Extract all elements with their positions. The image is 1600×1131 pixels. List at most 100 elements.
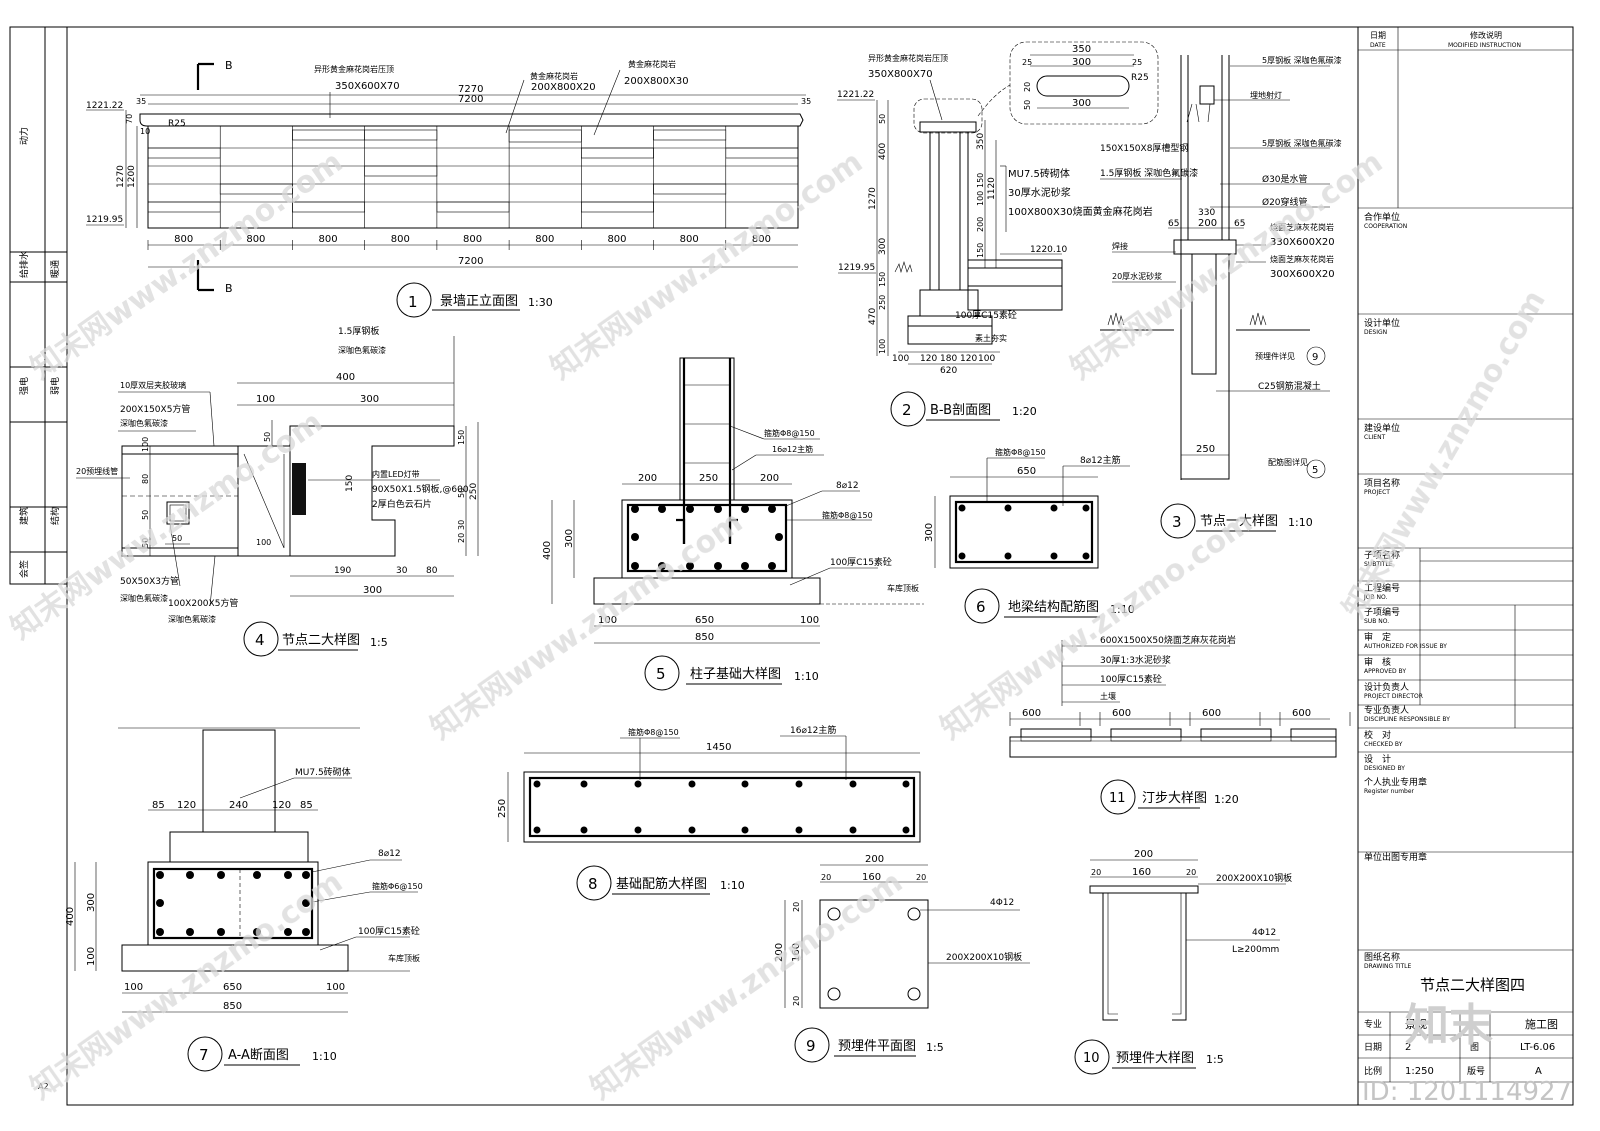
note: 埋地射灯 bbox=[1250, 90, 1282, 100]
mortar bbox=[1290, 736, 1337, 742]
view-title: 预埋件平面图 bbox=[838, 1039, 916, 1054]
view-3-label: 3 节点一大样图 1:10 bbox=[1160, 503, 1313, 539]
dim: 50 bbox=[263, 432, 272, 442]
view-scale: 1:20 bbox=[1012, 405, 1037, 418]
dim: 100 bbox=[141, 437, 150, 452]
section-mark: B bbox=[225, 59, 233, 72]
dim: 650 bbox=[695, 615, 714, 626]
view-no: 2 bbox=[902, 401, 912, 419]
ref-mark: 5 bbox=[1312, 465, 1318, 476]
dim: 20 bbox=[457, 533, 466, 543]
watermark-text: 知末网www.znzmo.com bbox=[1065, 145, 1390, 387]
dim: 1270 bbox=[868, 187, 878, 210]
tb-row: 建设单位 bbox=[1364, 422, 1400, 434]
dim: 180 bbox=[940, 354, 957, 364]
dim: 100 bbox=[892, 354, 909, 364]
granite-band bbox=[364, 165, 438, 177]
tb-row-en: SUB NO. bbox=[1364, 618, 1389, 625]
note: 4Φ12 bbox=[990, 898, 1014, 908]
rebar-dot bbox=[1004, 552, 1012, 560]
dim: 350 bbox=[976, 133, 986, 150]
tb-row: 个人执业专用章 bbox=[1364, 776, 1427, 788]
note: 1.5厚钢板 深咖色氟碳漆 bbox=[1100, 167, 1198, 179]
granite-band bbox=[147, 147, 221, 159]
rebar-dot bbox=[714, 562, 722, 570]
rebar-dot bbox=[580, 780, 588, 788]
tb-row-en: APPROVED BY bbox=[1364, 668, 1406, 675]
note: 150X150X8厚槽型钢 bbox=[1100, 142, 1188, 154]
rebar-dots bbox=[533, 780, 910, 834]
drawing-title: 节点二大样图四 bbox=[1420, 976, 1525, 994]
dim: 200 bbox=[760, 473, 779, 484]
tb-row-en: DESIGNED BY bbox=[1364, 765, 1405, 772]
dim: 100 bbox=[878, 339, 887, 354]
note: 烧面芝麻灰花岗岩 bbox=[1270, 254, 1334, 264]
rebar-dot bbox=[302, 899, 310, 907]
dim: 85 bbox=[300, 800, 313, 811]
note: L≥200mm bbox=[1232, 945, 1279, 955]
rebar-dot bbox=[631, 533, 639, 541]
view-no: 8 bbox=[588, 875, 598, 893]
dim: 600 bbox=[1112, 708, 1131, 719]
note: 内置LED灯带 bbox=[372, 469, 420, 479]
dim: 800 bbox=[752, 234, 771, 245]
note: 20厚水泥砂浆 bbox=[1112, 271, 1162, 281]
dim: 7270 bbox=[458, 84, 483, 95]
rebar-dot bbox=[902, 780, 910, 788]
dim: 70 bbox=[125, 114, 134, 124]
dim: 350 bbox=[1072, 44, 1091, 55]
rebar-dot bbox=[186, 928, 194, 936]
tb-row: 子项编号 bbox=[1364, 606, 1400, 618]
rebar-dot bbox=[156, 871, 164, 879]
note: 100X200X5方管 bbox=[168, 597, 238, 609]
tb-row-en: DISCIPLINE RESPONSIBLE BY bbox=[1364, 716, 1450, 723]
note: 箍筋Φ6@150 bbox=[372, 881, 423, 891]
note: 箍筋Φ8@150 bbox=[822, 510, 873, 520]
rebar-dot bbox=[658, 505, 666, 513]
watermark-id: ID: 1201114927 bbox=[1362, 1077, 1572, 1107]
granite-band bbox=[147, 201, 221, 213]
view-title: 柱子基础大样图 bbox=[690, 667, 781, 682]
watermark: 知末网www.znzmo.com 知末网www.znzmo.com 知末网www… bbox=[5, 145, 1553, 1107]
note: 土壤 bbox=[1100, 691, 1116, 701]
radius: R25 bbox=[1131, 73, 1149, 83]
rebar-dot bbox=[533, 780, 541, 788]
dim: 300 bbox=[924, 523, 935, 542]
note: 50X50X3方管 bbox=[120, 575, 179, 587]
note: 车库顶板 bbox=[388, 953, 420, 963]
view-7-aa-section: 85 120 240 120 85 400 300 100 100 650 10… bbox=[65, 727, 423, 1013]
rebar-dot bbox=[1082, 552, 1090, 560]
note: 深咖色氟碳漆 bbox=[120, 593, 168, 603]
dim: 1450 bbox=[706, 742, 731, 753]
dim: 400 bbox=[878, 143, 888, 160]
view-title: 地梁结构配筋图 bbox=[1008, 599, 1099, 615]
view-10-label: 10 预埋件大样图 1:5 bbox=[1074, 1039, 1224, 1075]
elev: 1221.22 bbox=[837, 90, 874, 100]
rebar-dot bbox=[1082, 504, 1090, 512]
granite-band bbox=[508, 129, 582, 143]
dim: 20 bbox=[821, 873, 831, 882]
strip-cell: 弱电 bbox=[49, 377, 61, 395]
dim: 400 bbox=[336, 372, 355, 383]
note: 焊接 bbox=[1112, 241, 1128, 251]
rebar-dot bbox=[634, 780, 642, 788]
rebar-dot bbox=[1004, 504, 1012, 512]
note: 5厚钢板 深咖色氟碳漆 bbox=[1262, 55, 1342, 65]
view-3-node-one: 65 200 65 330 250 5厚钢板 深咖色氟碳漆 埋地射灯 150X1… bbox=[1100, 55, 1342, 480]
dim: 25 bbox=[1022, 58, 1032, 67]
view-6-label: 6 地梁结构配筋图 1:10 bbox=[964, 588, 1135, 624]
note: 100厚C15素砼 bbox=[830, 556, 892, 568]
dim: 100 bbox=[800, 615, 819, 626]
sheet-size-label: A2 bbox=[38, 1082, 49, 1091]
rebar-dot bbox=[302, 871, 310, 879]
dim: 190 bbox=[334, 566, 351, 576]
rebar-dot bbox=[634, 826, 642, 834]
note: 箍筋Φ8@150 bbox=[628, 727, 679, 737]
tb-row-en: CLIENT bbox=[1364, 434, 1386, 441]
note: 20预埋线管 bbox=[76, 466, 118, 476]
dim: 100 bbox=[256, 538, 271, 547]
rebar-dot bbox=[217, 928, 225, 936]
view-no: 5 bbox=[656, 665, 666, 683]
date-label: 日期 bbox=[1370, 31, 1386, 40]
